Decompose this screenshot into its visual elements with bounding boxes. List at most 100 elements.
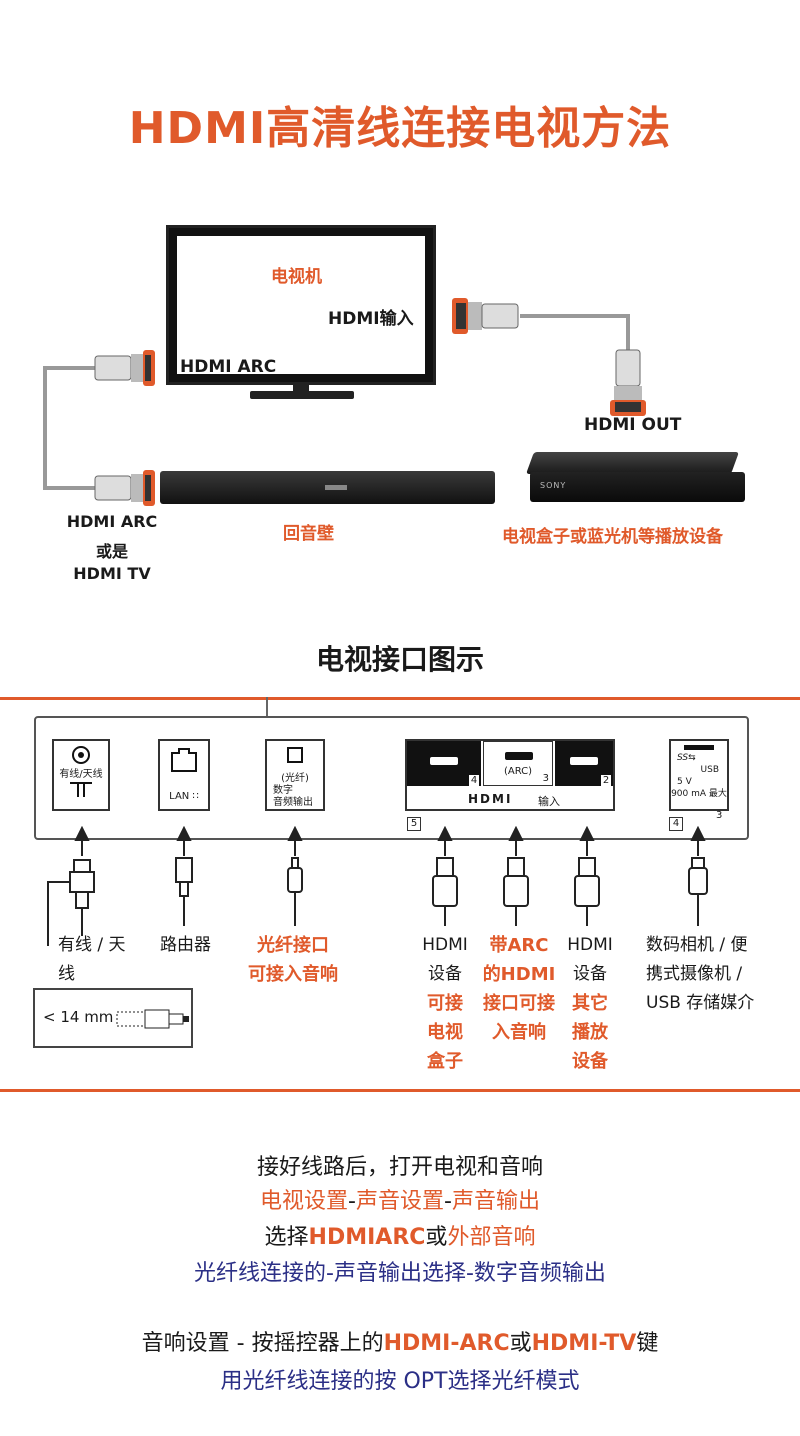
- hdmi-slot-icon: [505, 752, 533, 760]
- usb-ss-icon: SS⇆: [677, 753, 696, 763]
- hdmi-plug-icon: [574, 857, 600, 926]
- soundbar-display: [325, 485, 347, 490]
- hdmi-b-desc-5: 设备: [572, 1051, 608, 1072]
- usb-power-1: 5 V: [677, 777, 692, 787]
- instruction-line-3d: 外部音响: [447, 1225, 536, 1250]
- instruction-line-3c: 或: [425, 1225, 448, 1250]
- optical-desc-1: 光纤接口: [257, 935, 329, 956]
- hdmi-arc-tv-label: HDMI ARC: [180, 357, 277, 377]
- frame-tick: [266, 697, 268, 717]
- ethernet-icon: [171, 748, 197, 772]
- lan-port-label: LAN ∷: [169, 791, 199, 802]
- hdmi-a-desc-5: 盒子: [427, 1051, 463, 1072]
- arc-desc-4: 入音响: [492, 1022, 546, 1043]
- hdmi-a-desc-3: 可接: [427, 993, 463, 1014]
- network-icon: ∷: [192, 791, 199, 802]
- usb-slot-icon: [684, 745, 714, 750]
- hdmi-slot-icon: [430, 757, 458, 765]
- player-device: [530, 472, 745, 502]
- hdmi-out-label: HDMI OUT: [584, 415, 682, 435]
- hdmi-a-desc-2: 设备: [428, 964, 462, 984]
- ethernet-plug-icon: [175, 857, 193, 926]
- hdmi-slot-icon: [570, 757, 598, 765]
- optical-port: (光纤) 数字 音频输出: [265, 739, 325, 811]
- instruction-line-5b: HDMI-ARC: [383, 1331, 510, 1356]
- dimension-box: < 14 mm: [33, 988, 193, 1048]
- instruction-line-2d: -: [444, 1189, 452, 1214]
- coax-plug-icon: [47, 859, 95, 946]
- cable-diagram: [43, 298, 646, 506]
- instruction-line-3b: HDMIARC: [308, 1225, 426, 1250]
- arc-desc-2: 的HDMI: [482, 964, 556, 985]
- antenna-desc: 有线 / 天 线: [58, 931, 126, 989]
- hdmi-b-desc-2: 设备: [573, 964, 607, 984]
- hdmi-input-label: 输入: [538, 795, 560, 808]
- hdmi-port-2-number: 2: [601, 775, 611, 786]
- instruction-line-2a: 电视设置: [260, 1189, 349, 1214]
- instruction-line-6: 用光纤线连接的按 OPT选择光纤模式: [220, 1369, 580, 1394]
- instruction-line-5a: 音响设置 - 按摇控器上的: [141, 1331, 384, 1356]
- instruction-line-5d: HDMI-TV: [531, 1331, 637, 1356]
- hdmi-b-desc-3: 其它: [572, 993, 608, 1014]
- tv-screen: [166, 225, 436, 385]
- optical-desc: 光纤接口 可接入音响: [248, 931, 338, 989]
- soundbar-label: 回音壁: [283, 524, 334, 544]
- player-brand-logo: SONY: [540, 481, 567, 490]
- instruction-line-4: 光纤线连接的-声音输出选择-数字音频输出: [194, 1261, 606, 1286]
- optical-port-icon: [287, 747, 303, 763]
- optical-port-label-2: 数字: [273, 785, 293, 796]
- antenna-desc-2: 线: [58, 964, 75, 984]
- hdmi-group-number: 5: [407, 817, 421, 831]
- optical-port-label-1: (光纤): [281, 773, 309, 784]
- hdmi-plug-icon: [94, 350, 155, 386]
- usb-plug-icon: [688, 857, 708, 926]
- hdmi-b-desc: HDMI 设备 其它 播放 设备: [563, 931, 617, 1076]
- dimension-label: < 14 mm: [43, 1008, 114, 1026]
- instruction-line-2b: -: [348, 1189, 356, 1214]
- hdmi-in-label: HDMI输入: [328, 309, 414, 329]
- antenna-port: 有线/天线: [52, 739, 110, 811]
- hdmi-b-desc-1: HDMI: [567, 935, 613, 955]
- interface-frame: [0, 697, 800, 1092]
- usb-port-label: USB: [700, 765, 719, 775]
- instruction-line-5c: 或: [509, 1331, 532, 1356]
- antenna-symbol-icon: [70, 782, 92, 797]
- usb-group-number: 4: [669, 817, 683, 831]
- coax-plug-side-icon: [116, 1009, 189, 1029]
- soundbar-port-label-3: HDMI TV: [73, 564, 151, 583]
- hdmi-plug-icon: [610, 349, 646, 416]
- antenna-desc-1: 有线 / 天: [58, 935, 126, 955]
- section-title: 电视接口图示: [315, 643, 484, 676]
- cable-hdmi-arc: [43, 366, 95, 490]
- player-label: 电视盒子或蓝光机等播放设备: [502, 527, 723, 547]
- tv-stand: [250, 391, 354, 399]
- page-title: HDMI高清线连接电视方法: [128, 103, 672, 154]
- optical-plug-icon: [287, 857, 303, 926]
- instruction-line-2: 电视设置-声音设置-声音输出: [0, 1183, 800, 1215]
- cable-hdmi-out: [520, 314, 630, 350]
- optical-port-label-3: 音频输出: [273, 797, 313, 808]
- hdmi-plug-icon: [432, 857, 458, 926]
- soundbar-port-label-1: HDMI ARC: [66, 512, 158, 531]
- instruction-line-3a: 选择: [264, 1225, 309, 1250]
- usb-port: SS⇆ USB 5 V 900 mA 最大: [669, 739, 729, 811]
- usb-desc-1: 数码相机 / 便: [646, 935, 748, 955]
- usb-port-number: 3: [716, 810, 723, 821]
- instruction-line-2e: 声音输出: [451, 1189, 540, 1214]
- instruction-line-5: 音响设置 - 按摇控器上的HDMI-ARC或HDMI-TV键: [0, 1325, 800, 1357]
- usb-power-2: 900 mA 最大: [671, 789, 727, 799]
- hdmi-port-3-number: 3: [542, 773, 549, 784]
- hdmi-a-desc: HDMI 设备 可接 电视 盒子: [418, 931, 472, 1076]
- instruction-line-2c: 声音设置: [355, 1189, 444, 1214]
- arc-desc-3: 接口可接: [483, 993, 555, 1014]
- instruction-line-1: 接好线路后，打开电视和音响: [256, 1155, 543, 1180]
- usb-desc: 数码相机 / 便 携式摄像机 / USB 存储媒介: [646, 931, 754, 1018]
- usb-desc-3: USB 存储媒介: [646, 993, 755, 1013]
- hdmi-port-4: 4: [407, 741, 481, 786]
- soundbar-port-label-2: 或是: [95, 542, 128, 561]
- hdmi-port-2: 2: [555, 741, 613, 786]
- tv-back-panel: [34, 716, 749, 840]
- arc-desc-1: 带ARC: [489, 935, 549, 956]
- tv-stand-neck: [293, 385, 309, 391]
- hdmi-a-desc-4: 电视: [427, 1022, 463, 1043]
